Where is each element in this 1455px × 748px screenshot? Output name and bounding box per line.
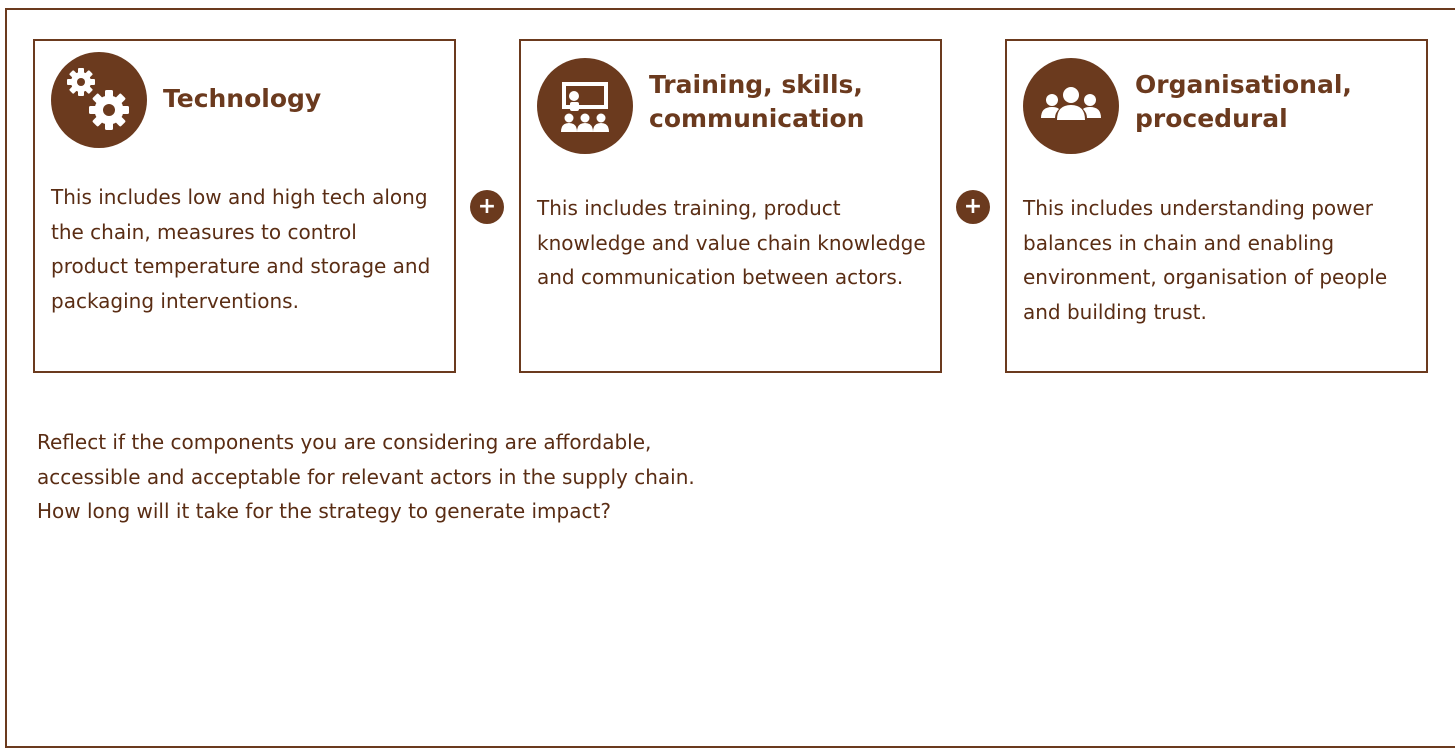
gears-icon	[51, 52, 147, 148]
training-card: Training, skills, communication This inc…	[519, 39, 942, 373]
card-description: This includes training, product knowledg…	[537, 196, 926, 289]
people-group-icon	[1023, 58, 1119, 154]
reflection-line: How long will it take for the strategy t…	[37, 499, 611, 523]
card-title: Technology	[163, 84, 322, 113]
reflection-text: Reflect if the components you are consid…	[37, 425, 837, 529]
plus-icon: +	[470, 190, 504, 224]
technology-card: Technology This includes low and high te…	[33, 39, 456, 373]
reflection-line: accessible and acceptable for relevant a…	[37, 464, 695, 489]
card-description: This includes understanding power balanc…	[1023, 196, 1388, 324]
card-description: This includes low and high tech along th…	[51, 185, 431, 313]
organisational-card: Organisational, procedural This includes…	[1005, 39, 1428, 373]
reflection-line: Reflect if the components you are consid…	[37, 430, 652, 454]
card-title: Training, skills, communication	[649, 70, 865, 133]
classroom-icon	[537, 58, 633, 154]
plus-icon: +	[956, 190, 990, 224]
card-title: Organisational, procedural	[1135, 70, 1352, 133]
